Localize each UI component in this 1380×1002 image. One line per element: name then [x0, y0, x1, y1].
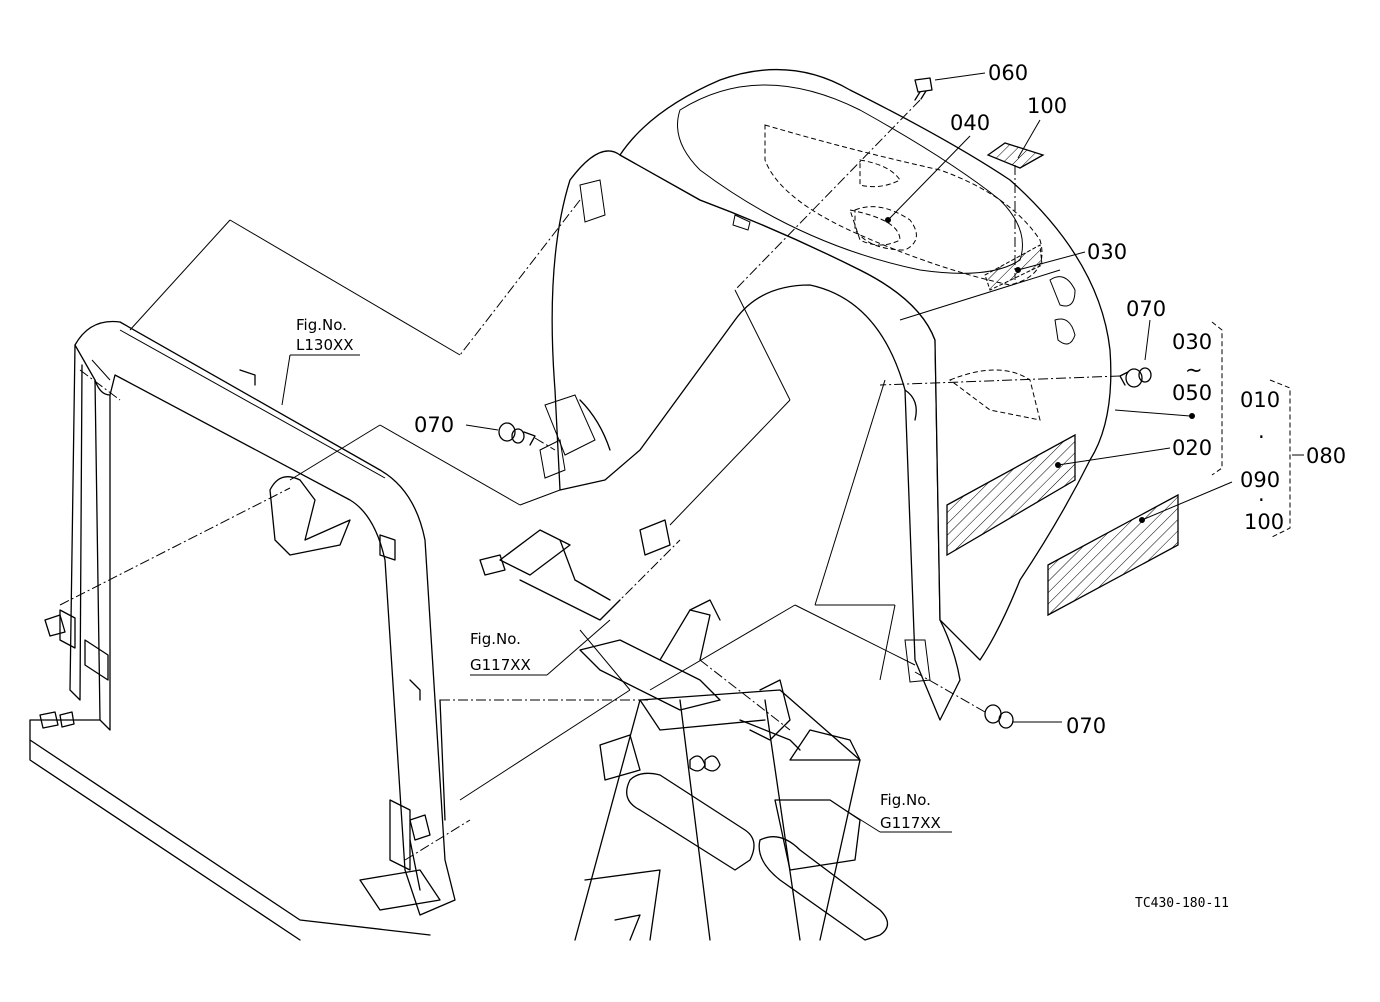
- figref-g117-a-number: G117XX: [470, 656, 531, 674]
- bolt-070-left: [498, 422, 536, 446]
- range-brackets: [1211, 321, 1304, 539]
- callout-dot-090: [1139, 517, 1145, 523]
- callout-dot-030: [1015, 267, 1021, 273]
- label-100-bottom: 100: [1244, 510, 1284, 534]
- drawing-code: TC430-180-11: [1135, 896, 1229, 911]
- figref-l130-title: Fig.No.: [296, 316, 347, 334]
- part-labels: 060 040 100 030 070 070 070 030 ~ 050 01…: [414, 61, 1346, 738]
- label-080: 080: [1306, 444, 1346, 468]
- assembly-lines: [59, 99, 1121, 861]
- decal-040: [854, 206, 917, 251]
- label-dot-2: ·: [1258, 488, 1265, 512]
- bolt-070-right: [1119, 367, 1152, 388]
- figref-l130-number: L130XX: [296, 336, 354, 354]
- callout-dot-040: [885, 217, 891, 223]
- decal-030: [984, 244, 1043, 291]
- figref-g117-b-number: G117XX: [880, 814, 941, 832]
- decal-020: [946, 433, 1076, 557]
- figref-g117-a-title: Fig.No.: [470, 630, 521, 648]
- label-020: 020: [1172, 436, 1212, 460]
- label-range-tilde: ~: [1185, 358, 1203, 382]
- label-070-right: 070: [1126, 297, 1166, 321]
- label-100-top: 100: [1027, 94, 1067, 118]
- callout-dot-020: [1055, 462, 1061, 468]
- label-dot-1: ·: [1258, 425, 1265, 449]
- label-070-bottom: 070: [1066, 714, 1106, 738]
- label-040: 040: [950, 111, 990, 135]
- bolt-060: [914, 77, 933, 101]
- rops-frame: [29, 320, 456, 941]
- label-030: 030: [1087, 240, 1127, 264]
- decal-100-top: [986, 142, 1045, 169]
- figref-g117-b-title: Fig.No.: [880, 791, 931, 809]
- chassis-frame: [574, 689, 889, 941]
- label-090: 090: [1240, 468, 1280, 492]
- label-030-range-start: 030: [1172, 330, 1212, 354]
- fender-cover: [539, 68, 1112, 721]
- label-070-left: 070: [414, 413, 454, 437]
- bolt-070-bottom: [984, 704, 1014, 729]
- label-060: 060: [988, 61, 1028, 85]
- figure-references: Fig.No. L130XX Fig.No. G117XX Fig.No. G1…: [296, 316, 941, 832]
- callout-dot-010: [1189, 413, 1195, 419]
- leader-lines: [281, 72, 1233, 833]
- label-010: 010: [1240, 388, 1280, 412]
- label-050: 050: [1172, 381, 1212, 405]
- bracket-assembly: [479, 519, 801, 751]
- decal-090: [1047, 493, 1179, 617]
- clip-rops: [44, 614, 66, 637]
